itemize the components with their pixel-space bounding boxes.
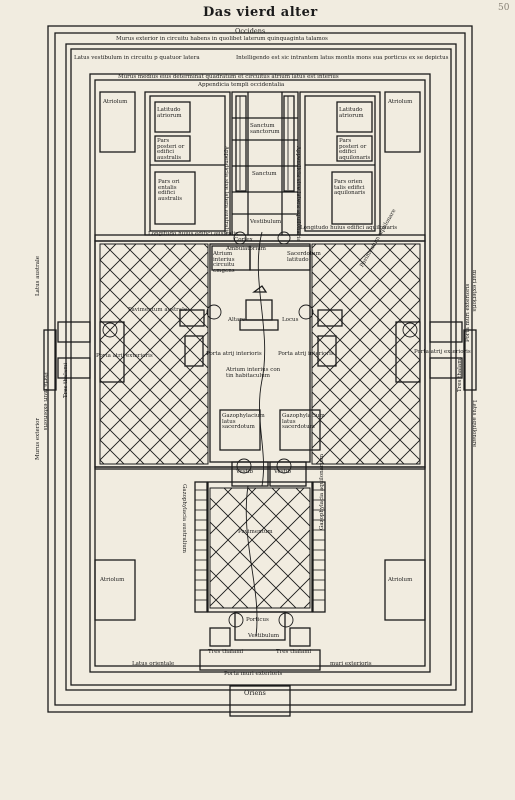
label-gazophylacia-aquilonarium: Gazophylacia aquilonarium — [319, 453, 325, 530]
label-atriolum-br: Atriolum — [388, 577, 413, 583]
label-atriolum-tr: Atriolum — [388, 99, 413, 105]
label-cortex-left: Cortex — [234, 237, 253, 243]
label-gazophylacium-right: Gazophylacium latus sacerdotum — [282, 413, 325, 430]
label-latus-aquilonare: Latus aquilonare — [471, 400, 477, 448]
label-porta-muri-left: Porta muri exterioris — [42, 372, 48, 431]
label-intelligendo: Intelligendo est sic intrantem latus mon… — [236, 55, 449, 61]
label-porticus: Porticus — [246, 617, 269, 623]
label-tres-thalami-br: Tres thalami — [276, 649, 312, 655]
label-atrium-interius-2: Atrium interius con tin habitaculum — [226, 367, 281, 379]
middle-wall — [65, 43, 457, 691]
label-ambulatorium: Ambulatorium — [226, 246, 266, 252]
label-tres-thalami-right: Tres thalami — [457, 356, 463, 392]
label-occidens: Occidens — [235, 27, 266, 35]
label-pavimentum-australe: Pavimentum australe — [128, 307, 188, 313]
label-altare: Altare — [228, 317, 246, 323]
label-latitudo-left: Latitudo atriorum — [157, 107, 182, 119]
label-latitudo-right: Latitudo atriorum — [339, 107, 364, 119]
label-porta-interior-right: Porta atrij interioris — [278, 351, 334, 357]
label-vestibulum-top: Vestibulum — [250, 219, 282, 225]
middle-wall-inner — [70, 48, 452, 686]
label-appendicia-left: Appendicia sive latera australia — [223, 146, 229, 235]
folio-number: 50 — [498, 3, 510, 13]
label-porta-muri: Porta muri exterioris — [224, 671, 283, 677]
label-atriolum-bl: Atriolum — [100, 577, 125, 583]
label-appendicia-occidentalia: Appendicia templi occidentalia — [198, 82, 285, 88]
label-sanctum-sanctorum: Sanctum sanctorum — [250, 123, 280, 135]
label-muri-exterioris: muri exterioris — [330, 661, 372, 667]
label-pavimentum-bottom: Pavimentum — [238, 529, 273, 535]
label-murus-exterior-left: Murus exterior — [35, 417, 41, 460]
label-porta-interior-left: Porta atrij interioris — [206, 351, 262, 357]
label-pars-right-1: Pars posteri or edifici aquilonaris — [339, 138, 371, 161]
label-tres-thalami-bl: Tres thalami — [208, 649, 244, 655]
label-vestib-left: Vestib — [236, 469, 254, 475]
label-atriolum-tl: Atriolum — [103, 99, 128, 105]
label-gazophylacia-australium: Gazophylacia australium — [181, 484, 187, 553]
label-porta-muri-right: Porta muri exterioris — [465, 283, 471, 342]
label-vestibulum-bottom: Vestibulum — [248, 633, 280, 639]
label-sanctum: Sanctum — [252, 171, 277, 177]
label-gazophylacium-left: Gazophylacium latus sacerdotum — [222, 413, 265, 430]
label-murus-medius: Murus medius eius determinat quadratum e… — [118, 74, 339, 80]
label-longitudo-left: Longitudo huius edifici australis — [148, 231, 238, 237]
page-title: Das vierd alter — [203, 5, 318, 20]
label-murus-exterior: Murus exterior in circuitu habens in quo… — [116, 36, 328, 42]
label-latus-australe: Latus australe — [35, 255, 41, 296]
label-latus-vestibulum: Latus vestibulum in circuitu p quatuor l… — [74, 55, 200, 61]
label-locus: Locus — [282, 317, 299, 323]
label-pars-left-1: Pars posteri or edifici australis — [157, 138, 185, 161]
label-vestib-right: Vestib — [274, 469, 292, 475]
label-atrium-interius: Atrium interius circuitu emgens — [213, 251, 235, 274]
label-pars-right-2: Pars orien talis edifici aquilonaris — [334, 179, 366, 196]
label-sacerdotum: Sacerdotum latitudo — [287, 251, 321, 263]
label-latus-orientale: Latus orientale — [132, 661, 175, 667]
label-porta-atrij-right: Porta atrij exterioris — [414, 349, 471, 355]
outer-wall — [47, 25, 473, 713]
label-porta-atrij-left: Porta atrij exterioris — [96, 353, 153, 359]
label-longitudo-right: Longitudo huius edifici aquilonaris — [300, 225, 398, 231]
outer-wall-inner — [54, 32, 466, 706]
label-oriens: Oriens — [244, 689, 266, 697]
label-tres-thalami-left: Tres thalami — [63, 362, 69, 398]
label-pars-left-2: Pars ori entalis edifici australis — [158, 179, 183, 202]
